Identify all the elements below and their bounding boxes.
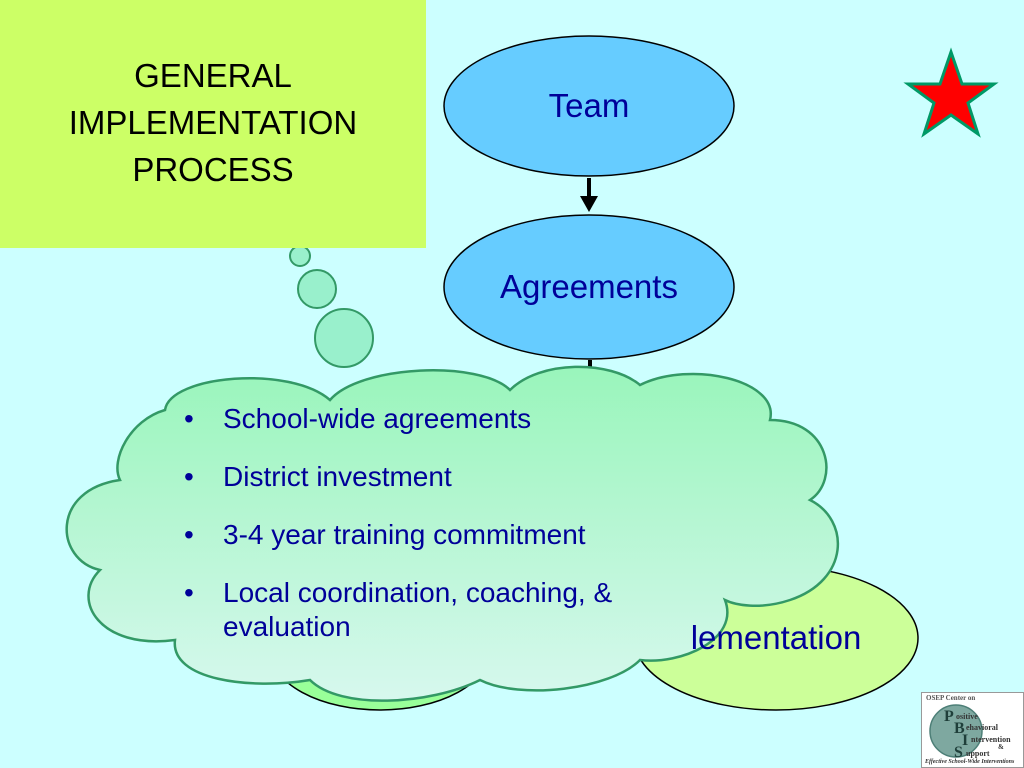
thought-circle — [297, 269, 337, 309]
logo-letter-b: B — [954, 720, 965, 737]
thought-circle — [289, 245, 311, 267]
bullet-text: District investment — [223, 461, 452, 492]
bullet-item: • School-wide agreements — [180, 402, 700, 436]
arrow-down-icon — [580, 178, 598, 212]
bullet-dot-icon: • — [184, 403, 194, 434]
implementation-label: lementation — [636, 618, 916, 658]
agreements-node[interactable] — [443, 214, 735, 360]
agreements-label: Agreements — [500, 268, 678, 305]
pbis-logo: OSEP Center on P B I S ositive ehavioral… — [921, 692, 1024, 768]
thought-cloud — [65, 365, 840, 702]
title-box: GENERAL IMPLEMENTATION PROCESS — [0, 0, 426, 248]
bullet-item: • District investment — [180, 460, 700, 494]
logo-footer: Effective School-Wide Interventions — [925, 759, 1015, 765]
star-icon — [903, 47, 999, 138]
logo-header: OSEP Center on — [926, 694, 976, 702]
team-node[interactable] — [443, 35, 735, 177]
logo-word-positive: ositive — [956, 712, 978, 721]
bullet-text: School-wide agreements — [223, 403, 532, 434]
bullet-item: • Local coordination, coaching, & evaluat… — [180, 576, 700, 644]
implementation-label-text: lementation — [690, 619, 862, 656]
bullet-dot-icon: • — [184, 519, 194, 550]
pbis-logo-mark: P B I S ositive ehavioral ntervention & … — [929, 704, 1011, 759]
logo-letter-s: S — [954, 744, 963, 759]
logo-letter-p: P — [944, 708, 954, 725]
logo-word-support: upport — [966, 749, 990, 758]
thought-circle — [314, 308, 374, 368]
logo-letter-i: I — [962, 732, 968, 749]
bullet-item: • 3-4 year training commitment — [180, 518, 700, 552]
logo-word-intervention: ntervention — [971, 735, 1011, 744]
bullet-text: 3-4 year training commitment — [223, 519, 586, 550]
bullet-text: Local coordination, coaching, & evaluati… — [223, 577, 613, 642]
bullet-list: • School-wide agreements • District invest… — [180, 402, 700, 668]
slide-title: GENERAL IMPLEMENTATION PROCESS — [68, 57, 358, 188]
bullet-dot-icon: • — [184, 577, 194, 608]
logo-word-behavioral: ehavioral — [966, 723, 999, 732]
logo-circle — [929, 704, 983, 758]
logo-ampersand: & — [998, 743, 1004, 751]
team-label: Team — [548, 87, 630, 124]
bullet-dot-icon: • — [184, 461, 194, 492]
